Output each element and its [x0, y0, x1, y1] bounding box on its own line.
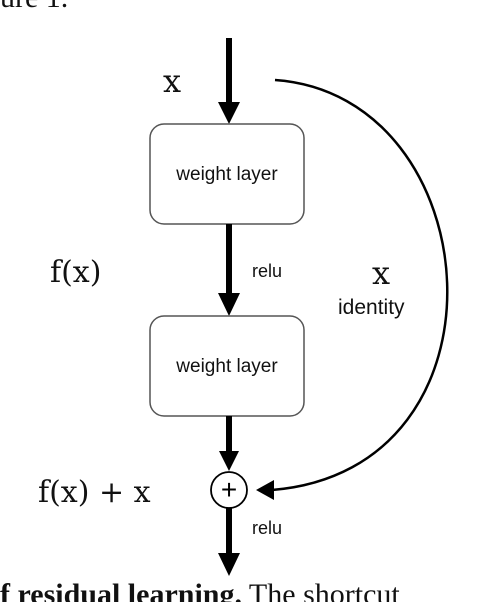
- middle-arrow-head: [218, 293, 240, 316]
- identity-shortcut-curve: [271, 78, 449, 492]
- caption-top-fragment: ure 1.: [0, 0, 68, 20]
- input-x-label: x: [163, 62, 181, 100]
- identity-shortcut-arrow-head: [256, 480, 274, 500]
- caption-bold-fragment: f residual learning.: [0, 580, 242, 602]
- caption-bottom-fragment: f residual learning. The shortcut: [0, 580, 484, 602]
- identity-label: identity: [338, 296, 405, 319]
- input-arrow-head: [218, 102, 240, 124]
- weight-layer-2-label: weight layer: [175, 356, 278, 377]
- sum-label: f(x) + x: [38, 475, 151, 510]
- fx-label: f(x): [50, 255, 101, 290]
- relu-label-2: relu: [252, 518, 282, 538]
- weight-layer-1-label: weight layer: [175, 164, 278, 185]
- output-arrow-head: [218, 553, 240, 576]
- caption-rest-fragment: The shortcut: [241, 580, 400, 602]
- identity-x-label: x: [372, 254, 390, 292]
- relu-label-1: relu: [252, 261, 282, 281]
- sum-arrow-head: [219, 451, 239, 471]
- plus-symbol: +: [221, 474, 237, 505]
